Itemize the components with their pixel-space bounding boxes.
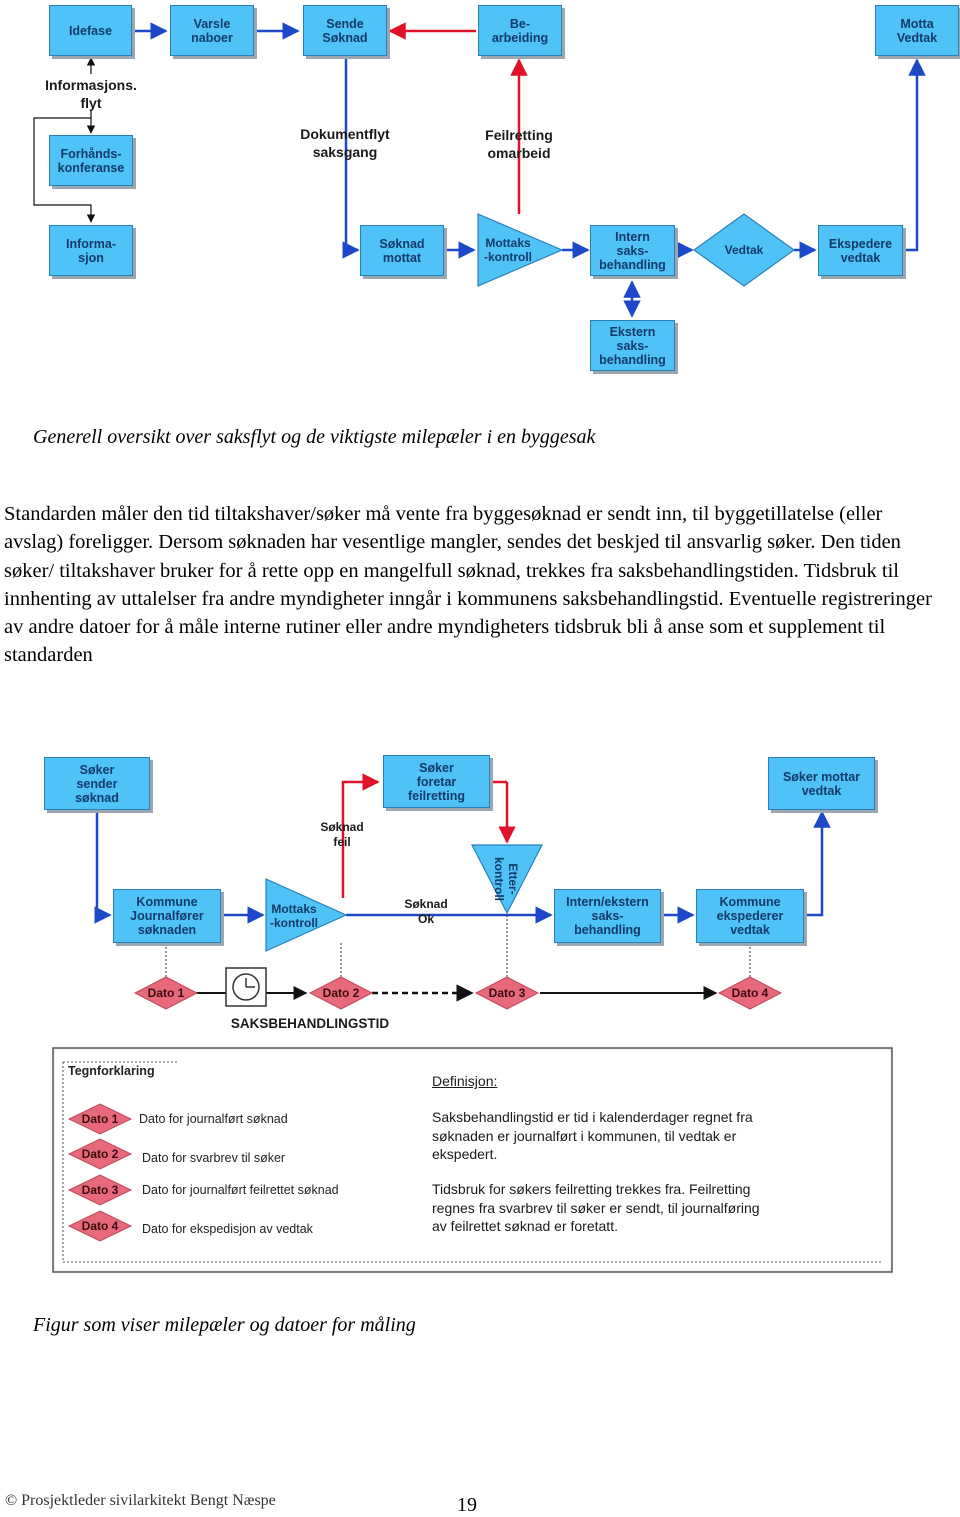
vedtak-diamond xyxy=(692,213,796,287)
legend-dato-3 xyxy=(67,1174,133,1206)
vedtak-label: Vedtak xyxy=(724,243,764,257)
legend-title: Tegnforklaring xyxy=(68,1064,155,1078)
milestone-dato-3 xyxy=(474,976,540,1010)
intern-ekstern-box: Intern/ekstern saks- behandling xyxy=(554,889,661,943)
soknad-ok-label: Søknad Ok xyxy=(404,897,448,926)
legend-badge-1: Dato 1 xyxy=(81,1112,119,1126)
soker-foretar-box: Søker foretar feilretting xyxy=(383,755,490,808)
footer-copyright: © Prosjektleder sivilarkitekt Bengt Næsp… xyxy=(5,1492,276,1509)
motta-vedtak-box: Motta Vedtak xyxy=(875,5,959,56)
saksbehandlingstid-label: SAKSBEHANDLINGSTID xyxy=(230,1016,390,1031)
mottakskontroll-shape-1 xyxy=(477,213,564,287)
forhandskonferanse-box: Forhånds- konferanse xyxy=(49,135,133,186)
definition-text-1: Saksbehandlingstid er tid i kalenderdage… xyxy=(432,1109,753,1162)
definition-text-2: Tidsbruk for søkers feilretting trekkes … xyxy=(432,1181,760,1234)
ekstern-saksbehandling-box: Ekstern saks- behandling xyxy=(590,320,675,371)
legend-badge-2: Dato 2 xyxy=(81,1147,119,1161)
caption-1: Generell oversikt over saksflyt og de vi… xyxy=(33,426,596,448)
kommune-journalforer-box: Kommune Journalfører søknaden xyxy=(113,889,221,943)
body-paragraph: Standarden måler den tid tiltakshaver/sø… xyxy=(4,503,932,667)
legend-dato-1 xyxy=(67,1103,133,1135)
sende-soknad-box: Sende Søknad xyxy=(303,5,387,56)
mottakskontroll-label-2: Mottaks -kontroll xyxy=(270,902,318,930)
informasjonsflyt-label: Informasjons. flyt xyxy=(45,77,137,111)
feilretting-label: Feilretting omarbeid xyxy=(485,127,553,161)
soker-sender-box: Søker sender søknad xyxy=(44,757,150,810)
idefase-box: Idefase xyxy=(49,5,132,56)
clock-icon xyxy=(225,967,267,1007)
legend-text-1: Dato for journalført søknad xyxy=(139,1112,288,1126)
legend-dato-2 xyxy=(67,1138,133,1170)
etterkontroll-label: Etter- kontroll xyxy=(492,857,520,901)
page-number: 19 xyxy=(457,1494,477,1516)
kommune-ekspederer-box: Kommune ekspederer vedtak xyxy=(696,889,804,943)
legend-badge-3: Dato 3 xyxy=(81,1183,119,1197)
legend-text-3: Dato for journalført feilrettet søknad xyxy=(142,1183,339,1197)
etterkontroll-shape xyxy=(471,844,543,915)
legend-text-4: Dato for ekspedisjon av vedtak xyxy=(142,1222,313,1236)
milestone-dato-2 xyxy=(308,976,374,1010)
bearbeiding-box: Be- arbeiding xyxy=(478,5,562,56)
ekspedere-vedtak-box: Ekspedere vedtak xyxy=(818,225,903,276)
soknad-feil-label: Søknad feil xyxy=(320,820,364,849)
varsle-naboer-box: Varsle naboer xyxy=(170,5,254,56)
intern-saksbehandling-box: Intern saks- behandling xyxy=(590,225,675,276)
soker-mottar-box: Søker mottar vedtak xyxy=(768,757,875,810)
legend-badge-4: Dato 4 xyxy=(81,1219,119,1233)
milestone-dato-3-label: Dato 3 xyxy=(488,986,526,1000)
legend-text-2: Dato for svarbrev til søker xyxy=(142,1151,286,1165)
definition-title: Definisjon: xyxy=(432,1073,498,1089)
dokumentflyt-label: Dokumentflyt saksgang xyxy=(300,126,390,160)
informasjon-box: Informa- sjon xyxy=(49,225,133,276)
mottakskontroll-shape-2 xyxy=(265,878,348,952)
milestone-dato-1-label: Dato 1 xyxy=(147,986,185,1000)
soknad-mottat-box: Søknad mottat xyxy=(360,225,444,276)
milestone-dato-2-label: Dato 2 xyxy=(322,986,360,1000)
milestone-dato-4 xyxy=(717,976,783,1010)
milestone-dato-1 xyxy=(133,976,199,1010)
mottakskontroll-label-1: Mottaks -kontroll xyxy=(484,236,532,264)
legend-dato-4 xyxy=(67,1210,133,1242)
caption-2: Figur som viser milepæler og datoer for … xyxy=(33,1314,416,1336)
milestone-dato-4-label: Dato 4 xyxy=(731,986,769,1000)
